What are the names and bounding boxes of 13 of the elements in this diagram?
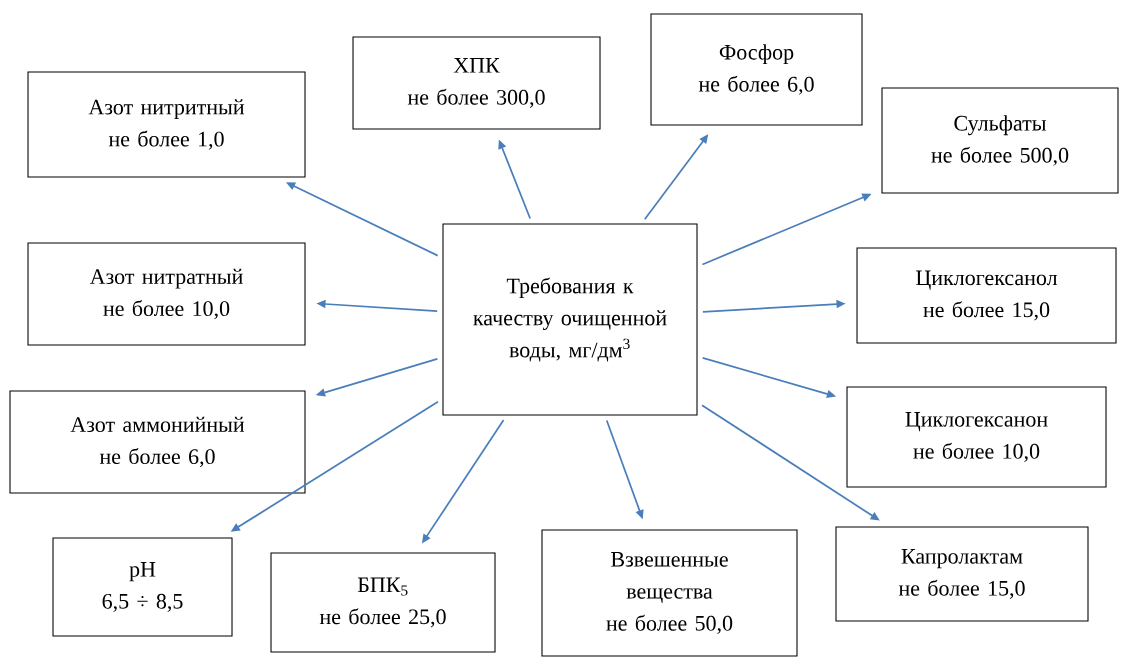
- requirements-box: Требования к качеству очищенной воды, мг/дм$^{3}$: [442, 223, 698, 416]
- parameter-box: Капролактам не более 15,0: [835, 526, 1089, 622]
- parameter-box: Азот нитратный не более 10,0: [27, 242, 306, 346]
- parameter-box: Взвешенные вещества не более 50,0: [541, 529, 798, 657]
- parameter-box: pH 6,5 ÷ 8,5: [52, 537, 233, 637]
- parameter-box: Циклогексанон не более 10,0: [846, 386, 1107, 488]
- parameter-box: Фосфор не более 6,0: [650, 13, 863, 126]
- parameter-box: Сульфаты не более 500,0: [881, 87, 1119, 194]
- parameter-box: БПК$_{5}$ не более 25,0: [270, 552, 496, 653]
- parameter-box: Циклогексанол не более 15,0: [856, 247, 1117, 344]
- parameter-box: ХПК не более 300,0: [352, 36, 601, 130]
- parameter-box: Азот аммонийный не более 6,0: [9, 390, 306, 494]
- parameter-box: Азот нитритный не более 1,0: [27, 71, 306, 178]
